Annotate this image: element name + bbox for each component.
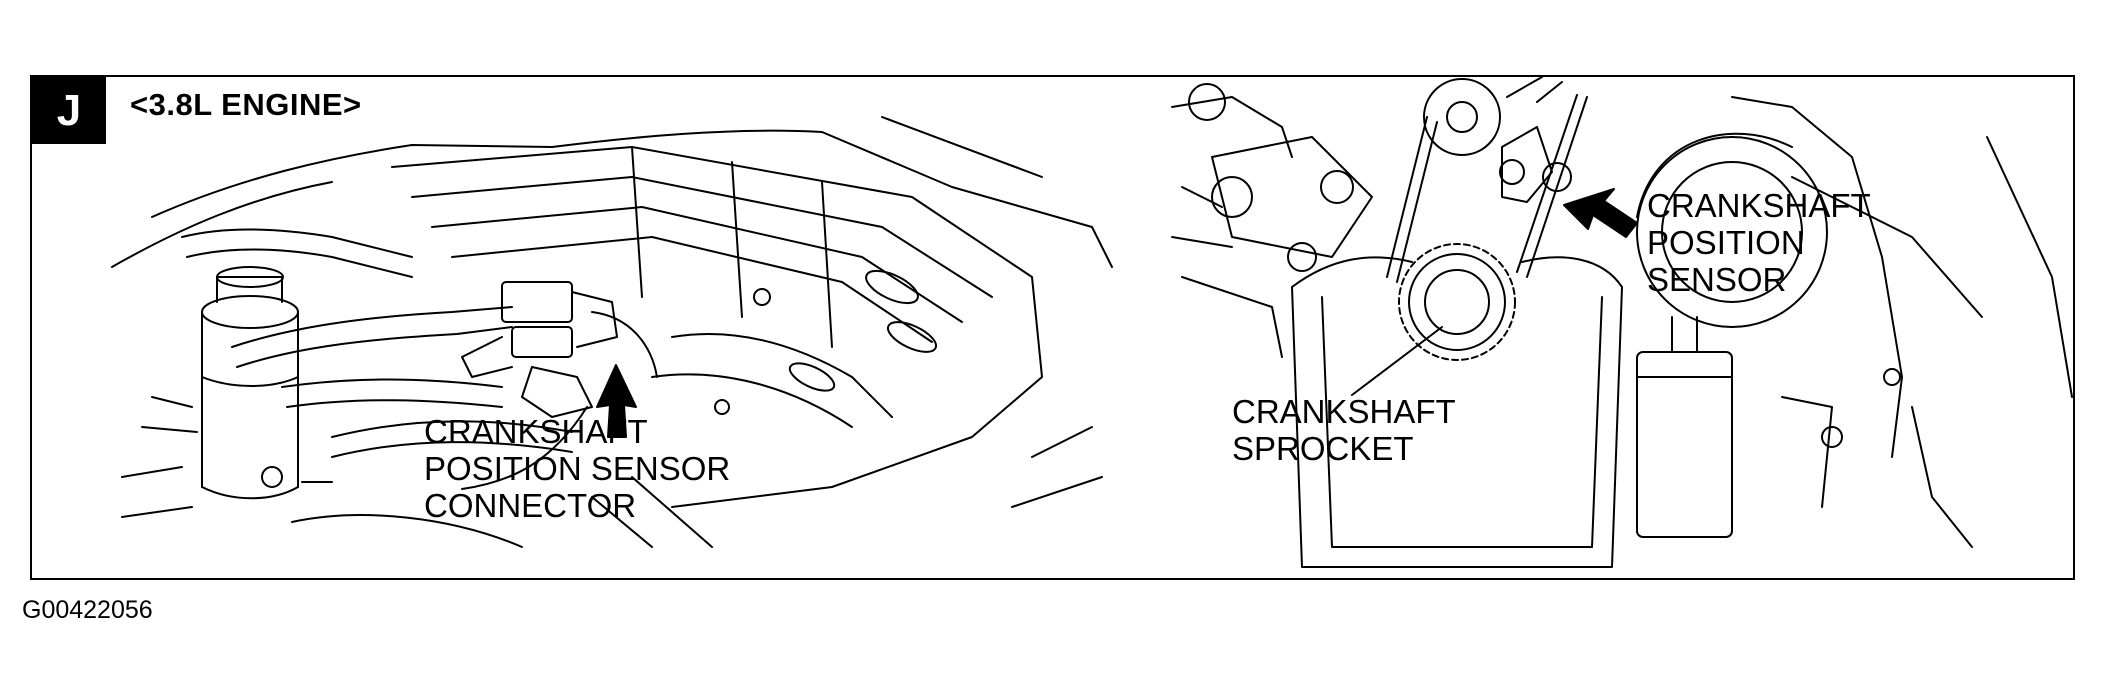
connector-arrow-icon [596,364,637,438]
timing-belt-drawing [1171,77,2073,568]
connector-leader-line [461,406,588,490]
section-badge: J [32,77,106,144]
sprocket-leader-line [1351,326,1443,396]
figure-code: G00422056 [22,596,153,624]
engine-label: <3.8L ENGINE> [130,87,362,122]
sensor-callout: CRANKSHAFT POSITION SENSOR [1647,187,1871,298]
connector-callout: CRANKSHAFT POSITION SENSOR CONNECTOR [424,413,731,524]
diagram-frame: J <3.8L ENGINE> CRANKSHAFT POSITION SENS… [30,75,2075,580]
sensor-arrow-icon [1563,188,1638,238]
engine-illustration [111,77,2073,568]
sprocket-callout: CRANKSHAFT SPROCKET [1232,393,1456,467]
engine-bay-drawing [111,116,1113,548]
